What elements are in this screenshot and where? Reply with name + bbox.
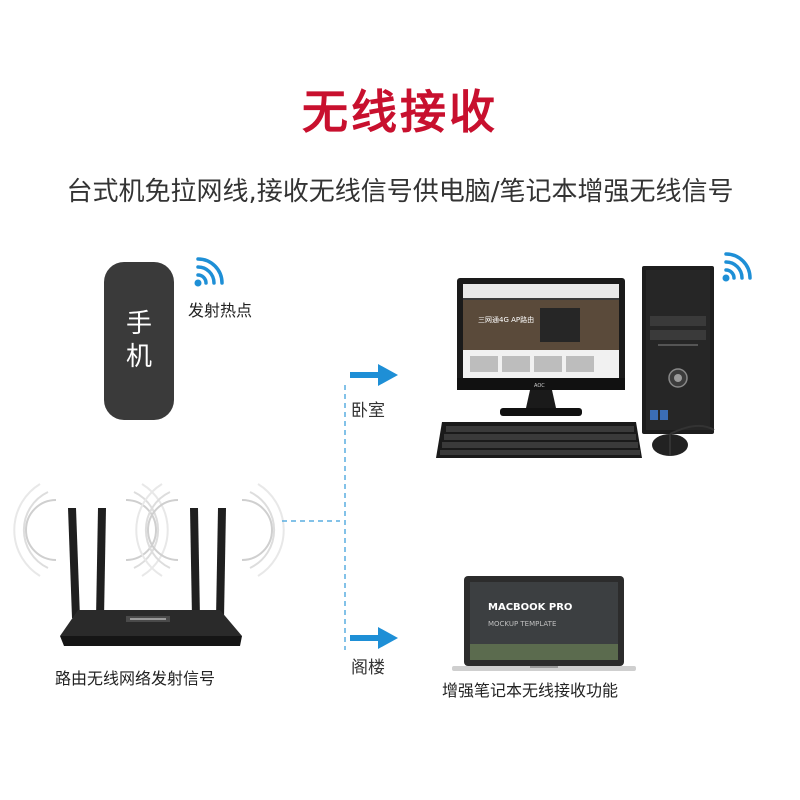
arrow-right-icon-bottom [350, 627, 398, 649]
phone-label-char-1: 手 [125, 309, 152, 339]
laptop-label: 增强笔记本无线接收功能 [442, 681, 619, 700]
phone-box: 手 机 [104, 262, 174, 420]
phone-wifi-icon [194, 257, 224, 287]
hotspot-label: 发射热点 [188, 301, 253, 320]
desktop-wifi-icon [722, 252, 752, 282]
desktop-computer: 三网通4G AP路由 AOC [436, 266, 715, 458]
arrow-right-icon-top [350, 364, 398, 386]
phone-label-char-2: 机 [125, 342, 152, 372]
router-device [13, 483, 285, 646]
desktop-screen-banner: 三网通4G AP路由 [478, 315, 534, 324]
laptop-screen-title: MACBOOK PRO [488, 602, 572, 613]
monitor-brand: AOC [534, 383, 545, 389]
branch-label-attic: 阁楼 [351, 658, 385, 678]
laptop-screen-subtitle: MOCKUP TEMPLATE [488, 620, 556, 628]
branch-label-bedroom: 卧室 [351, 401, 385, 421]
laptop-computer: MACBOOK PRO MOCKUP TEMPLATE [452, 576, 636, 671]
page-subtitle: 台式机免拉网线,接收无线信号供电脑/笔记本增强无线信号 [66, 177, 734, 207]
page-title: 无线接收 [302, 85, 498, 139]
router-label: 路由无线网络发射信号 [55, 669, 216, 688]
